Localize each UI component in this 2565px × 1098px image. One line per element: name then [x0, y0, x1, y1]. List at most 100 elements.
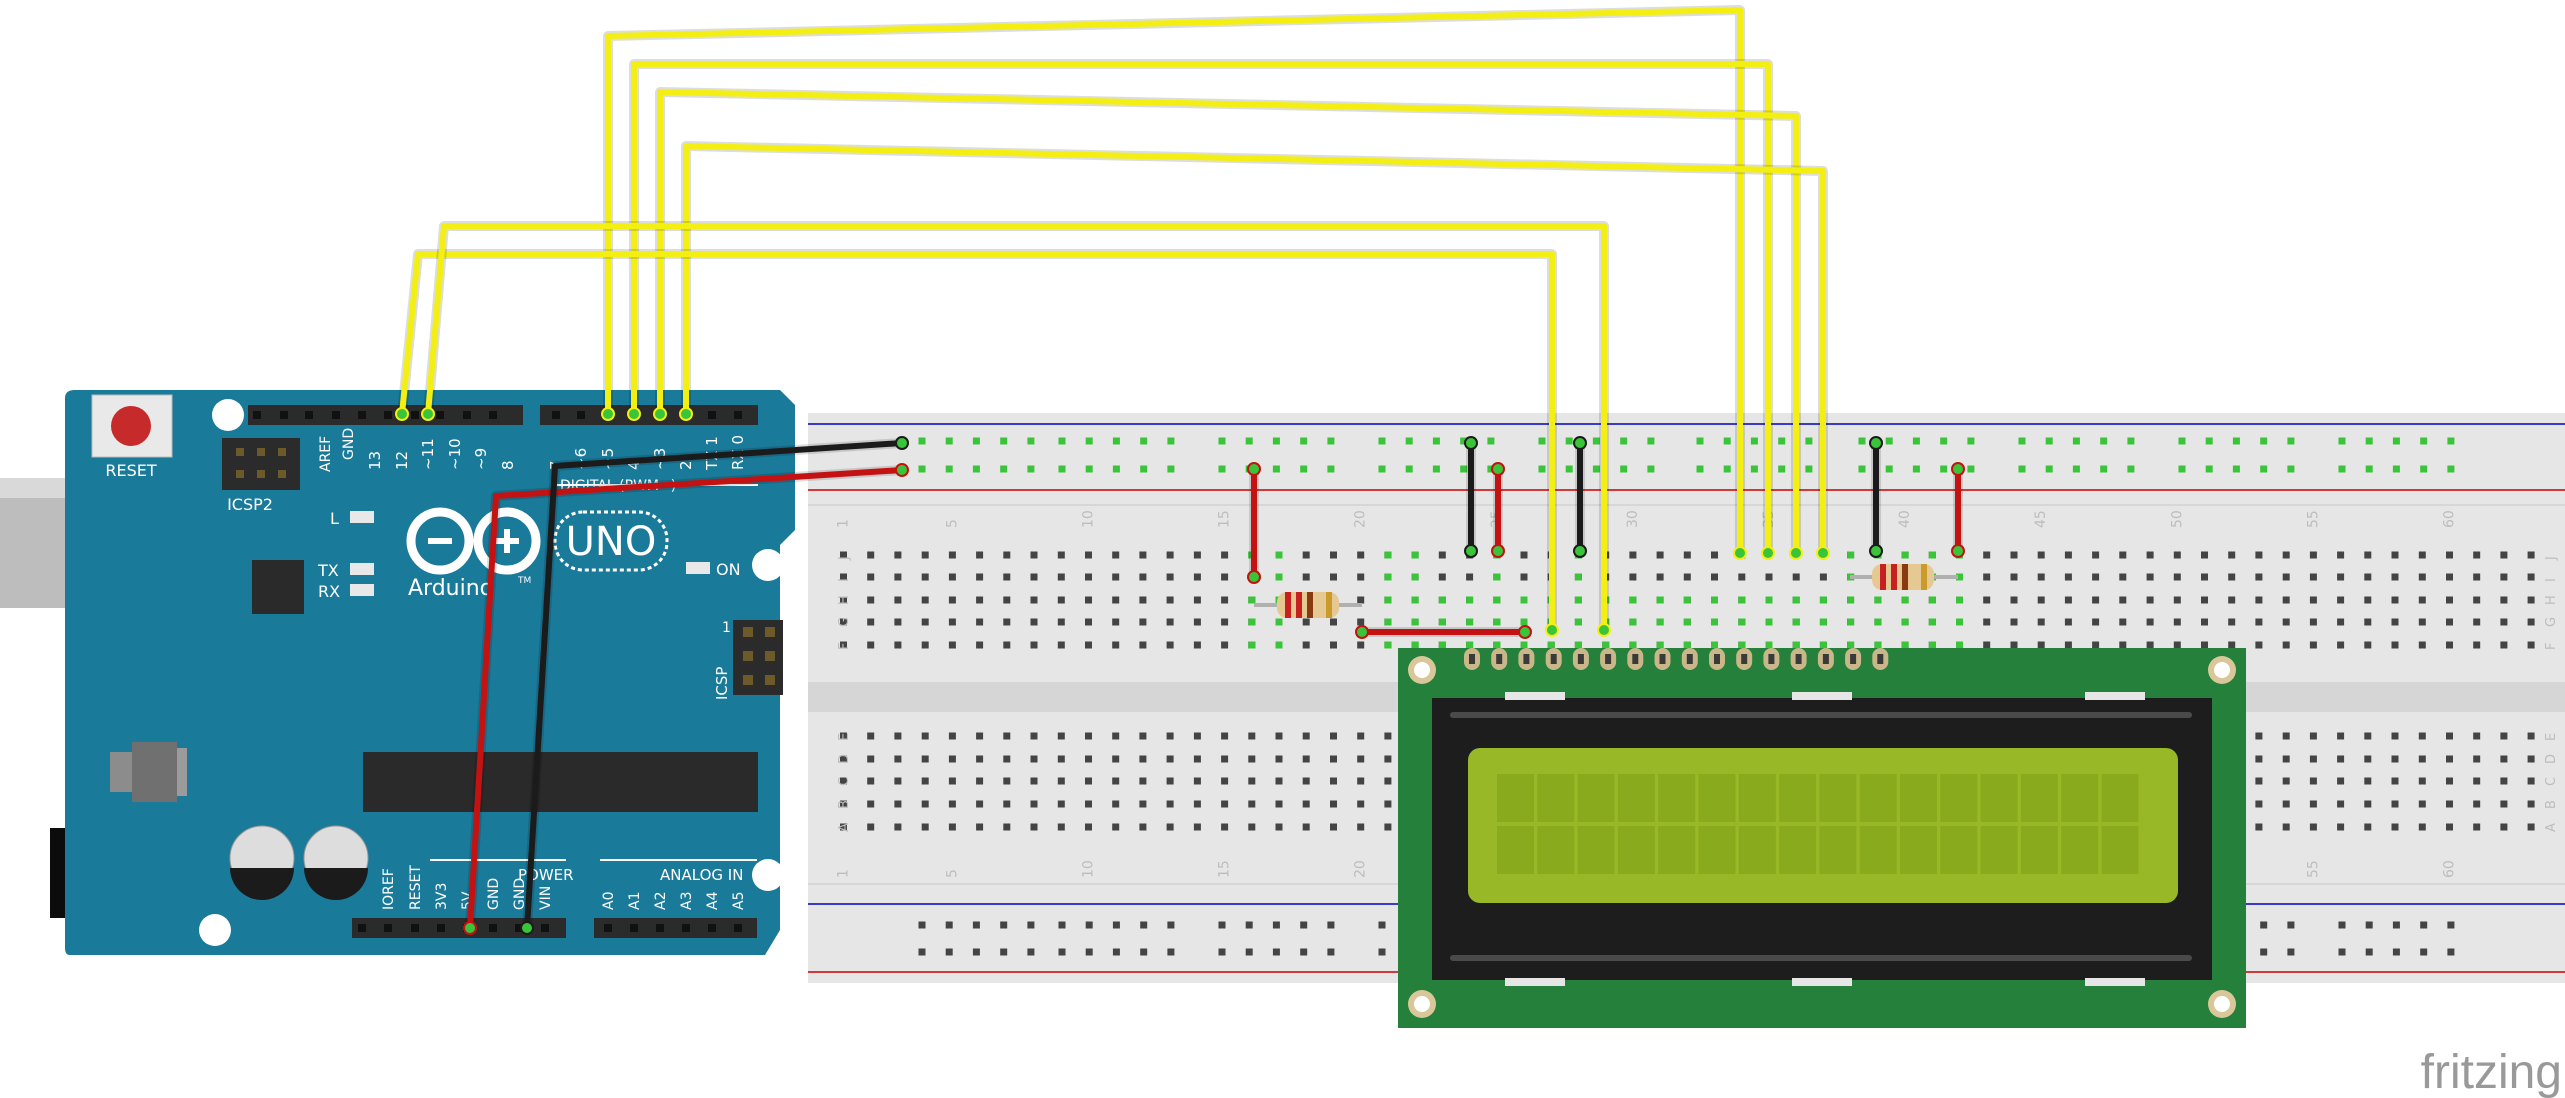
breadboard-hole	[2391, 800, 2399, 808]
rail-hole	[2178, 437, 2186, 445]
breadboard-hole	[2173, 641, 2181, 649]
rail-hole	[972, 437, 980, 445]
breadboard-hole	[1221, 800, 1229, 808]
breadboard-hole	[1819, 641, 1827, 649]
breadboard-hole	[1057, 551, 1065, 559]
rail-hole	[1750, 465, 1758, 473]
analog-pin-label: A1	[627, 892, 643, 910]
breadboard-hole	[867, 732, 875, 740]
column-number-label: 10	[1081, 860, 1097, 878]
breadboard-hole	[2364, 596, 2372, 604]
breadboard-hole	[1302, 777, 1310, 785]
breadboard-hole	[1275, 618, 1283, 626]
breadboard-hole	[1057, 755, 1065, 763]
rail-hole	[2420, 921, 2428, 929]
lcd-pin-hole	[1741, 654, 1748, 664]
breadboard-hole	[1874, 618, 1882, 626]
breadboard-hole	[1357, 823, 1365, 831]
rail-hole	[1027, 948, 1035, 956]
rail-hole	[1300, 465, 1308, 473]
breadboard-hole	[1792, 573, 1800, 581]
breadboard-hole	[1030, 755, 1038, 763]
breadboard-hole	[1275, 551, 1283, 559]
breadboard-hole	[1057, 641, 1065, 649]
breadboard-hole	[1847, 641, 1855, 649]
breadboard-hole	[2500, 777, 2508, 785]
breadboard-hole	[1057, 573, 1065, 581]
breadboard-hole	[2446, 777, 2453, 785]
breadboard-hole	[1085, 777, 1092, 785]
breadboard-hole	[1411, 573, 1419, 581]
breadboard-hole	[1711, 641, 1718, 649]
breadboard-hole	[1384, 596, 1392, 604]
led-on-label: ON	[716, 560, 741, 579]
breadboard-hole	[2473, 755, 2481, 763]
rail-hole	[1805, 437, 1813, 445]
rail-hole	[1058, 437, 1066, 445]
reset-label: RESET	[105, 461, 156, 480]
lcd-cell	[1617, 774, 1655, 822]
lcd-bezel-tab	[1792, 692, 1852, 700]
breadboard-hole	[1901, 641, 1909, 649]
column-number-label: 40	[1897, 510, 1913, 528]
breadboard-hole	[1357, 573, 1365, 581]
wire-red-jumper-end	[1491, 544, 1505, 558]
breadboard-hole	[1085, 618, 1092, 626]
breadboard-hole	[1656, 573, 1664, 581]
breadboard-hole	[840, 596, 847, 604]
breadboard-hole	[948, 641, 956, 649]
breadboard-hole	[894, 573, 902, 581]
breadboard-hole	[948, 732, 956, 740]
wire-black-jumper-end	[1869, 436, 1883, 450]
breadboard-hole	[2473, 573, 2481, 581]
rail-hole	[2072, 437, 2080, 445]
breadboard-hole	[2337, 755, 2345, 763]
breadboard-hole	[1928, 596, 1936, 604]
breadboard-hole	[2391, 755, 2399, 763]
column-number-label: 50	[2169, 510, 2185, 528]
rail-hole	[1272, 948, 1280, 956]
rail-hole	[1723, 437, 1731, 445]
breadboard-hole	[1384, 800, 1392, 808]
breadboard-hole	[1330, 573, 1337, 581]
breadboard-hole	[1193, 551, 1201, 559]
breadboard-hole	[1330, 732, 1337, 740]
header-pin	[656, 924, 664, 932]
breadboard-hole	[1302, 800, 1310, 808]
breadboard-hole	[2309, 755, 2317, 763]
header-pin	[358, 924, 366, 932]
breadboard-hole	[1874, 596, 1882, 604]
power-pin-label: VIN	[538, 886, 554, 910]
breadboard-hole	[921, 777, 929, 785]
breadboard-hole	[2173, 618, 2181, 626]
breadboard-hole	[1928, 618, 1936, 626]
breadboard-hole	[1956, 618, 1963, 626]
rail-hole	[1327, 921, 1335, 929]
reset-button-cap[interactable]	[111, 406, 151, 446]
header-pin	[577, 411, 585, 419]
row-letter-label: J	[2544, 556, 2559, 561]
breadboard-hole	[2201, 641, 2208, 649]
rail-hole	[2287, 921, 2295, 929]
breadboard-hole	[1166, 800, 1174, 808]
breadboard-hole	[1003, 596, 1011, 604]
breadboard-hole	[1193, 641, 1201, 649]
breadboard-hole	[1384, 551, 1392, 559]
wire-black-gnd	[524, 440, 903, 929]
breadboard-hole	[1983, 573, 1991, 581]
breadboard-hole	[1221, 755, 1229, 763]
rail-hole	[2392, 948, 2400, 956]
breadboard-hole	[1112, 618, 1120, 626]
rail-hole	[2100, 437, 2108, 445]
wire-yellow-d2	[683, 143, 1826, 553]
breadboard-hole	[867, 573, 875, 581]
breadboard-hole	[1166, 823, 1174, 831]
breadboard-hole	[1139, 641, 1147, 649]
rail-hole	[2018, 437, 2026, 445]
breadboard-hole	[840, 641, 847, 649]
breadboard-hole	[1248, 755, 1256, 763]
breadboard-hole	[2527, 732, 2535, 740]
breadboard-hole	[2364, 823, 2372, 831]
rail-hole	[945, 921, 953, 929]
lcd-pin-hole	[1469, 654, 1475, 664]
